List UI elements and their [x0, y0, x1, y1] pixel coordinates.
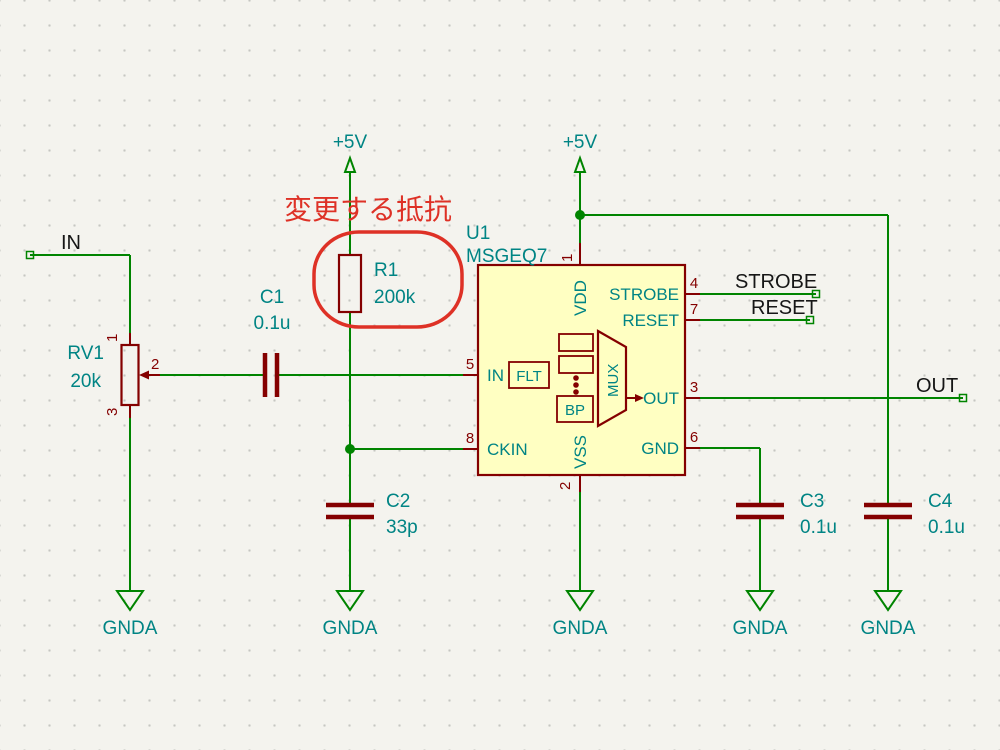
u1-pin-name-vss: VSS [571, 435, 590, 469]
net-label-reset[interactable]: RESET [751, 297, 818, 319]
c2-reference[interactable]: C2 [386, 491, 410, 512]
u1-filter-box [558, 333, 594, 352]
power-label: +5V [563, 132, 598, 153]
c3-value[interactable]: 0.1u [800, 517, 837, 538]
u1-pin8-number: 8 [466, 430, 474, 447]
component-rv1[interactable]: 1 2 3 RV1 20k [67, 333, 160, 418]
u1-ellipsis-dot [573, 382, 579, 388]
up-arrow-icon [573, 155, 587, 173]
u1-pin-name-ckin: CKIN [487, 440, 528, 459]
ground-triangle-icon [335, 590, 365, 612]
ground-label: GNDA [553, 618, 608, 639]
c4-value[interactable]: 0.1u [928, 517, 965, 538]
r1-value[interactable]: 200k [374, 287, 416, 308]
u1-pin5-number: 5 [466, 356, 474, 373]
ground-triangle-icon [565, 590, 595, 612]
u1-filter-box [558, 355, 594, 374]
component-r1[interactable]: R1 200k [337, 253, 416, 314]
ground-symbol-gnda-c3[interactable]: GNDA [733, 590, 788, 639]
rv1-body [120, 343, 140, 407]
u1-ellipsis-dot [573, 375, 579, 381]
ground-triangle-icon [745, 590, 775, 612]
ground-label: GNDA [323, 618, 378, 639]
wires [30, 172, 963, 590]
rv1-wiper-arrow-icon [139, 370, 149, 380]
u1-bp-label: BP [565, 402, 585, 419]
c1-reference[interactable]: C1 [260, 287, 284, 308]
u1-pin-name-reset: RESET [622, 311, 679, 330]
r1-reference[interactable]: R1 [374, 260, 398, 281]
u1-mux-label: MUX [605, 364, 622, 397]
u1-pin-name-in: IN [487, 366, 504, 385]
net-label-strobe[interactable]: STROBE [735, 271, 817, 293]
up-arrow-icon [343, 155, 357, 173]
u1-pin2-number: 2 [557, 482, 574, 490]
annotation-text: 変更する抵抗 [284, 194, 452, 225]
u1-pin4-number: 4 [690, 275, 698, 292]
wire-end-marker [25, 250, 35, 260]
ground-symbol-gnda-c2[interactable]: GNDA [323, 590, 378, 639]
ground-symbol-gnda-vss[interactable]: GNDA [553, 590, 608, 639]
junction-dot[interactable] [345, 444, 355, 454]
junction-dot[interactable] [575, 210, 585, 220]
component-c3[interactable]: C3 0.1u [736, 491, 837, 538]
c2-value[interactable]: 33p [386, 517, 418, 538]
net-label-in[interactable]: IN [61, 232, 81, 254]
net-label-out[interactable]: OUT [916, 375, 958, 397]
ground-label: GNDA [861, 618, 916, 639]
ground-label: GNDA [733, 618, 788, 639]
c4-reference[interactable]: C4 [928, 491, 953, 512]
power-label: +5V [333, 132, 368, 153]
rv1-pin2-number: 2 [151, 356, 159, 373]
wire-end-marker [958, 393, 968, 403]
annotation-highlight: 変更する抵抗 [284, 194, 464, 329]
component-c1[interactable]: C1 0.1u [254, 287, 291, 397]
rv1-pin1-number: 1 [104, 334, 121, 342]
rv1-value[interactable]: 20k [70, 371, 101, 392]
wire-end-marker [805, 315, 815, 325]
component-c2[interactable]: C2 33p [326, 491, 418, 538]
u1-pin3-number: 3 [690, 379, 698, 396]
u1-pin6-number: 6 [690, 429, 698, 446]
ground-triangle-icon [873, 590, 903, 612]
component-u1[interactable]: 1 2 5 8 4 7 3 6 VDD VSS IN CKIN STROBE R… [463, 223, 700, 492]
wire-end-marker [811, 289, 821, 299]
u1-value[interactable]: MSGEQ7 [466, 246, 547, 267]
u1-pin-name-gnd: GND [641, 439, 679, 458]
u1-reference[interactable]: U1 [466, 223, 490, 244]
u1-pin1-number: 1 [559, 254, 576, 262]
r1-body [337, 253, 363, 314]
u1-mux-out-arrow-icon [635, 394, 644, 402]
u1-bp-box [556, 395, 594, 423]
u1-pin7-number: 7 [690, 301, 698, 318]
component-c4[interactable]: C4 0.1u [864, 491, 965, 538]
u1-flt-label: FLT [516, 368, 542, 385]
rv1-reference[interactable]: RV1 [67, 343, 104, 364]
u1-pin-name-strobe: STROBE [609, 285, 679, 304]
annotation-circle [312, 230, 464, 329]
ground-symbol-gnda-c4[interactable]: GNDA [861, 590, 916, 639]
u1-pin-name-vdd: VDD [571, 280, 590, 316]
power-symbol-5v-left[interactable]: +5V [333, 132, 368, 173]
rv1-pin3-number: 3 [104, 408, 121, 416]
ground-triangle-icon [115, 590, 145, 612]
u1-mux-shape [596, 329, 628, 428]
u1-ellipsis-dot [573, 389, 579, 395]
u1-pin-name-out: OUT [643, 389, 679, 408]
ground-symbol-gnda-rv1[interactable]: GNDA [103, 590, 158, 639]
power-symbol-5v-right[interactable]: +5V [563, 132, 598, 173]
c3-reference[interactable]: C3 [800, 491, 824, 512]
u1-flt-box [508, 361, 550, 389]
ground-label: GNDA [103, 618, 158, 639]
u1-body [476, 263, 687, 477]
c1-value[interactable]: 0.1u [254, 313, 291, 334]
